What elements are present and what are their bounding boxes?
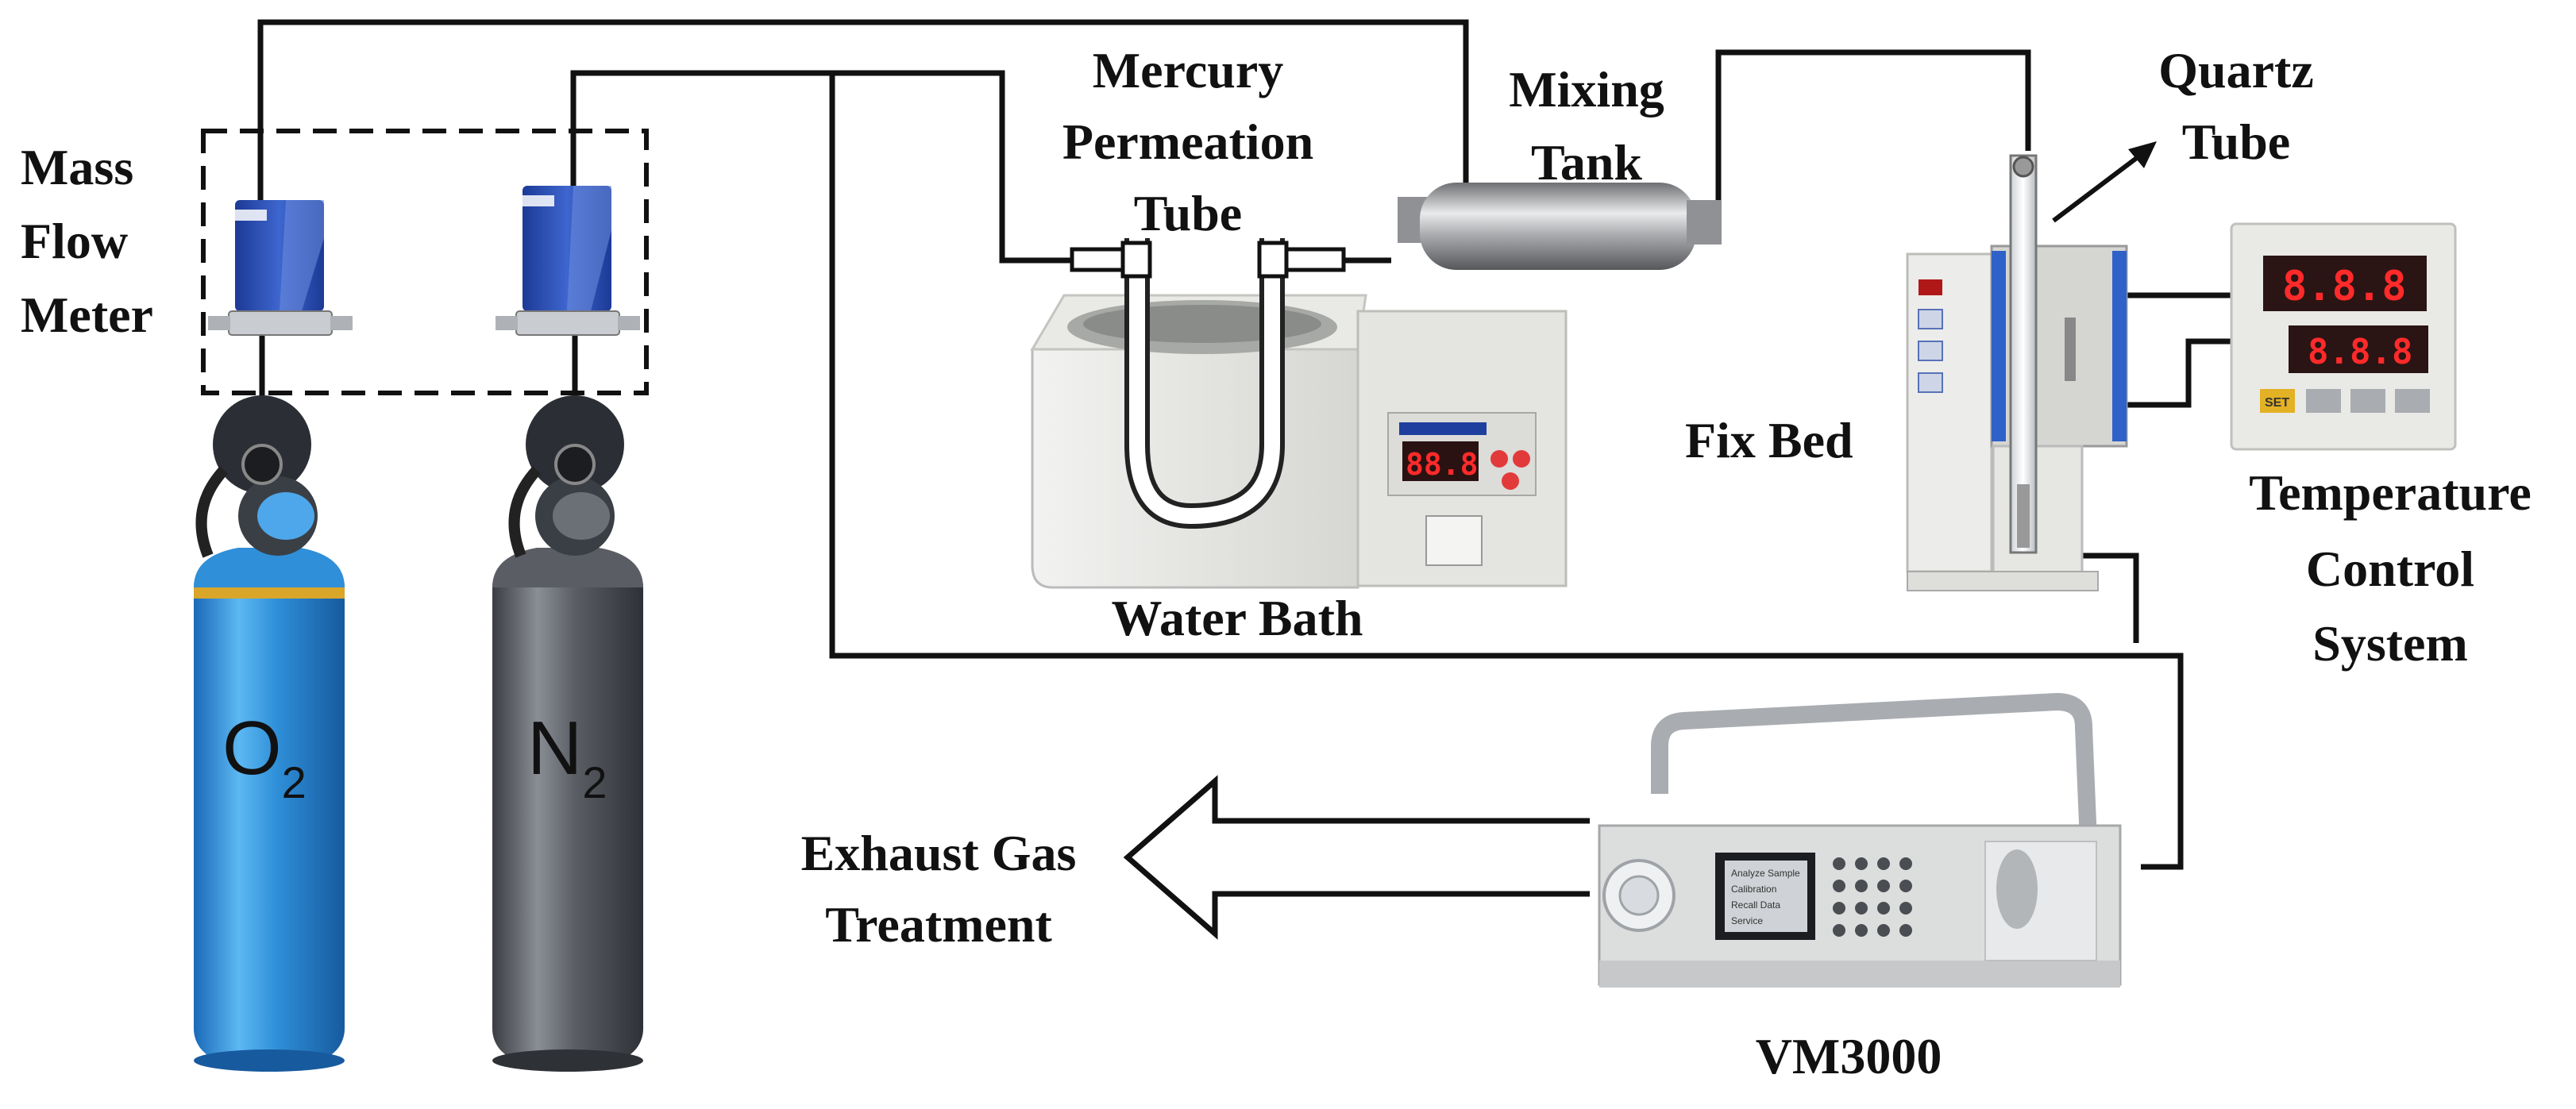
controller-display-top: 8.8.8 xyxy=(2282,263,2407,310)
n2-line xyxy=(570,70,1075,264)
exhaust-arrow xyxy=(1123,775,1590,940)
mass-flow-meter-group-box xyxy=(201,129,649,395)
water-bath: 88.8 xyxy=(1030,294,1568,589)
oxygen-cylinder xyxy=(194,395,345,1072)
temperature-controller: 8.8.8 8.8.8 SET xyxy=(2230,222,2457,451)
mass-flow-meter-o2 xyxy=(208,200,353,336)
vm3000-analyzer: Analyze Sample Calibration Recall Data S… xyxy=(1598,692,2122,988)
label-mixing-1: Mixing xyxy=(1509,61,1664,117)
label-temperature-1: Temperature xyxy=(2249,464,2532,521)
label-temperature-3: System xyxy=(2312,615,2468,672)
label-quartz-2: Tube xyxy=(2182,114,2290,170)
bypass-line xyxy=(829,73,2184,870)
analyzer-menu-3: Recall Data xyxy=(1731,899,1780,911)
mass-flow-meter-n2 xyxy=(496,186,640,336)
set-key-label: SET xyxy=(2265,396,2289,410)
label-mass-flow-meter-3: Meter xyxy=(21,287,153,343)
mixing-tank xyxy=(1398,183,1722,270)
controller-display-bottom: 8.8.8 xyxy=(2308,332,2412,372)
label-mass-flow-meter-1: Mass xyxy=(21,139,133,195)
nitrogen-symbol: N2 xyxy=(527,706,607,807)
label-mercury-2: Permeation xyxy=(1062,114,1313,170)
label-mixing-2: Tank xyxy=(1531,134,1642,191)
label-fix-bed: Fix Bed xyxy=(1685,412,1853,468)
label-temperature-2: Control xyxy=(2306,541,2474,597)
label-mercury-3: Tube xyxy=(1134,185,1242,241)
label-exhaust-2: Treatment xyxy=(825,896,1052,953)
label-exhaust-1: Exhaust Gas xyxy=(801,825,1077,881)
analyzer-menu-2: Calibration xyxy=(1731,884,1776,895)
analyzer-keypad xyxy=(1833,857,1912,937)
label-mass-flow-meter-2: Flow xyxy=(21,213,128,269)
mixing-to-quartz-line xyxy=(1715,49,2031,219)
label-mercury-1: Mercury xyxy=(1093,42,1283,98)
label-vm3000: VM3000 xyxy=(1756,1028,1942,1084)
nitrogen-cylinder xyxy=(492,395,643,1072)
mercury-permeation-tube xyxy=(1070,238,1346,529)
analyzer-menu-1: Analyze Sample xyxy=(1731,868,1800,879)
analyzer-menu-4: Service xyxy=(1731,915,1763,926)
label-water-bath: Water Bath xyxy=(1111,590,1363,646)
quartz-tube-pointer xyxy=(2052,150,2146,223)
oxygen-symbol: O2 xyxy=(222,706,307,807)
label-quartz-1: Quartz xyxy=(2158,42,2314,98)
bath-display: 88.8 xyxy=(1406,447,1479,482)
quartz-tube-arrowhead xyxy=(2128,141,2157,168)
fix-bed-furnace xyxy=(1906,154,2128,591)
thermo-wire-2 xyxy=(2122,338,2235,408)
